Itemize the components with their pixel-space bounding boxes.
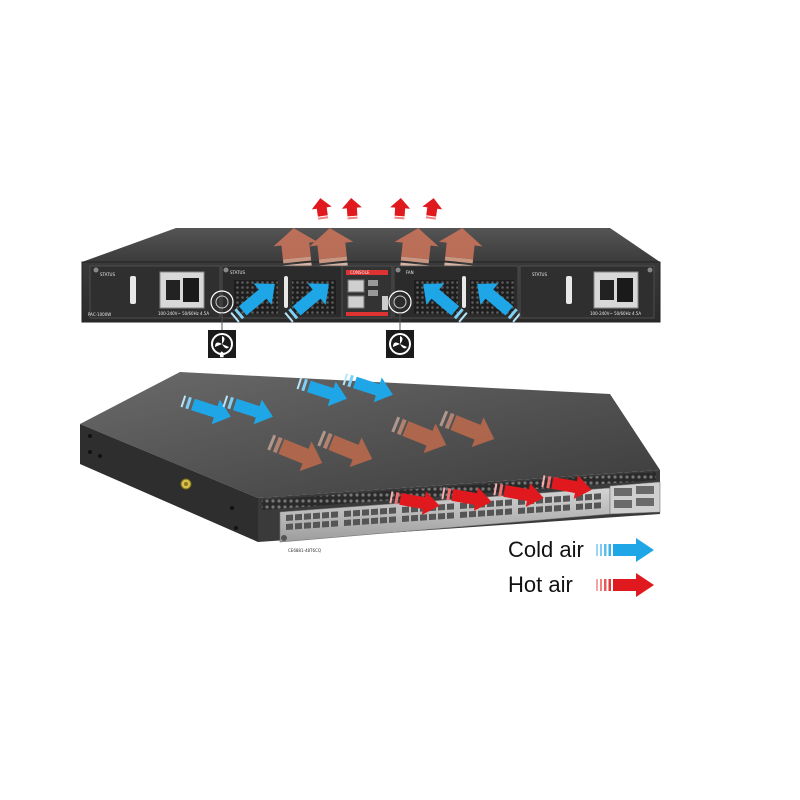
front-hot-exhaust-arrows bbox=[389, 475, 592, 515]
console-port bbox=[347, 279, 365, 293]
left-power-supply: STATUS 100-240V~ 50/60Hz 4.5A PAC-1000W bbox=[88, 265, 221, 319]
front-chassis-side bbox=[80, 424, 258, 542]
fan-icon bbox=[208, 330, 236, 358]
right-power-supply: STATUS 100-240V~ 50/60Hz 4.5A bbox=[519, 265, 655, 319]
svg-text:PAC-1000W: PAC-1000W bbox=[88, 312, 111, 317]
psu-status-label-left: STATUS bbox=[100, 272, 115, 277]
front-switch-view: CE6881-48T6CQ bbox=[80, 372, 661, 553]
legend: Cold air Hot air bbox=[508, 537, 654, 597]
rear-switch-view: STATUS 100-240V~ 50/60Hz 4.5A PAC-1000W … bbox=[81, 198, 661, 358]
rear-hot-exhaust-arrows bbox=[311, 198, 443, 220]
legend-cold-label: Cold air bbox=[508, 537, 584, 562]
right-fan-module: FAN bbox=[388, 265, 522, 323]
airflow-arrow-icon bbox=[596, 538, 654, 562]
psu-rating-right: 100-240V~ 50/60Hz 4.5A bbox=[590, 311, 641, 316]
mgmt-port bbox=[347, 295, 365, 309]
airflow-arrow-icon bbox=[596, 573, 654, 597]
model-label: CE6881-48T6CQ bbox=[288, 548, 321, 553]
uplink-ports bbox=[614, 486, 654, 508]
psu-status-label-right: STATUS bbox=[532, 272, 547, 277]
front-warm-airflow-arrows bbox=[267, 410, 495, 472]
legend-cold-air: Cold air bbox=[508, 537, 654, 562]
left-fan-cold-arrows bbox=[230, 283, 329, 323]
rear-chassis-top bbox=[82, 228, 660, 262]
legend-hot-air: Hot air bbox=[508, 572, 654, 597]
front-cold-airflow-arrows bbox=[180, 373, 393, 425]
fan-icon bbox=[386, 330, 414, 358]
right-fan-cold-arrows bbox=[423, 283, 522, 323]
psu-rating-left: 100-240V~ 50/60Hz 4.5A bbox=[158, 311, 209, 316]
fan-status-label-left: STATUS bbox=[230, 270, 245, 275]
rear-warm-airflow-arrows bbox=[273, 228, 483, 269]
left-fan-module: STATUS bbox=[210, 265, 343, 323]
console-label: CONSOLE bbox=[350, 270, 370, 275]
management-module: CONSOLE bbox=[341, 265, 393, 319]
legend-hot-label: Hot air bbox=[508, 572, 573, 597]
ground-screw-icon bbox=[180, 478, 192, 490]
fan-label-right: FAN bbox=[406, 270, 414, 275]
